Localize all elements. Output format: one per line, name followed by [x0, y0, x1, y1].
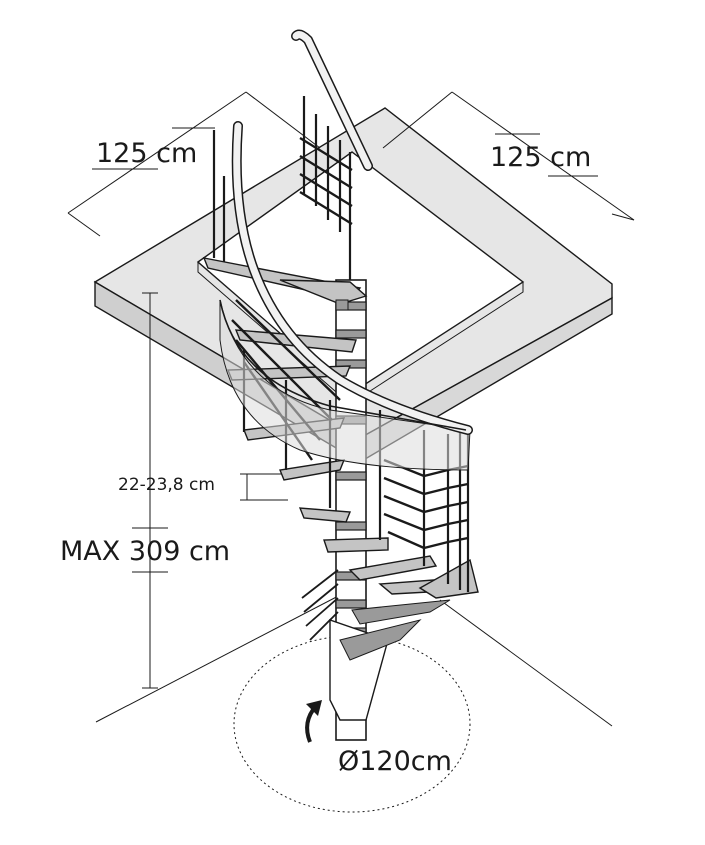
diameter-label: Ø120cm: [338, 746, 452, 777]
handrails: [219, 29, 473, 435]
glass-panel: [219, 299, 471, 471]
landing-rods: [301, 569, 339, 641]
width-label-left: 125 cm: [96, 138, 197, 169]
step-height-label: 22-23,8 cm: [118, 475, 215, 495]
footprint-circle: [233, 635, 471, 813]
dimension-lines: [67, 91, 635, 727]
max-height-label: MAX 309 cm: [60, 536, 230, 567]
central-column: [329, 279, 389, 741]
tread-supports: [335, 299, 451, 661]
rotation-arrow-icon: [305, 700, 322, 743]
width-label-right: 125 cm: [490, 142, 591, 173]
